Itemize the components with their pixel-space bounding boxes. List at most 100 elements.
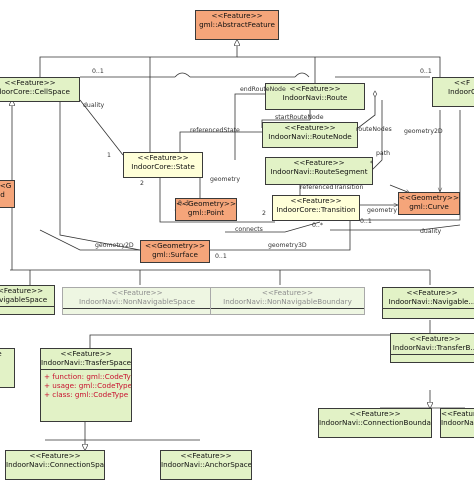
stereotype: <<Feature>> [4, 78, 56, 87]
class-routesegment[interactable]: <<Feature>> IndoorNavi::RouteSegment [265, 157, 373, 185]
class-left-geometry[interactable]: <<G d [0, 180, 15, 208]
edge-nav-tree [29, 270, 431, 285]
label-multiplicity: 0..1 [92, 68, 104, 75]
class-name: gml::Surface [152, 250, 198, 259]
stereotype: <<G [0, 181, 12, 190]
class-connection-space[interactable]: <<Feature>> IndoorNavi::ConnectionSpace [5, 450, 105, 480]
stereotype: <<Feature>> [60, 349, 112, 358]
stereotype: <<Feature>> [441, 409, 474, 418]
class-anchor-space[interactable]: <<Feature>> IndoorNavi::AnchorSpace [160, 450, 252, 480]
stereotype: <<Geometry>> [176, 199, 236, 208]
stereotype: <<Feature>> [409, 334, 461, 343]
label-geometry: geometry [210, 176, 240, 183]
label-multiplicity: 0..1 [215, 253, 227, 260]
edge-state-transition [159, 178, 275, 223]
label-multiplicity: 1 [107, 152, 111, 159]
compartment [391, 354, 474, 360]
stereotype: <<Feature>> [0, 286, 44, 295]
label-multiplicity: 0..1 [178, 200, 190, 207]
class-name: IndoorNavi::Route [282, 93, 348, 102]
stereotype: <<Feature>> [111, 288, 163, 297]
class-cellspace[interactable]: <<Feature>> IndoorCore::CellSpace [0, 77, 80, 102]
stereotype: <<Feature>> [293, 158, 345, 167]
stereotype: <<Feature>> [349, 409, 401, 418]
class-name: IndoorCore::State [131, 162, 195, 171]
class-name: gml::Curve [409, 202, 449, 211]
class-navigable-right[interactable]: <<Feature>> IndoorNavi::Navigable... [382, 287, 474, 319]
class-navigable-space[interactable]: <<Feature>> ...avigableSpace [0, 285, 55, 315]
label-multiplicity: 0..1 [360, 218, 372, 225]
class-name: IndoorC [447, 87, 474, 96]
edge-connboundary-tree [380, 390, 465, 408]
stereotype: <<Feature>> [406, 288, 458, 297]
class-connection-boundary[interactable]: <<Feature>> IndoorNavi::ConnectionBounda… [318, 408, 432, 438]
class-name: IndoorNavi::ConnectionBoundary [319, 418, 432, 427]
stereotype: <<Feature>> [211, 11, 263, 20]
edge-conn-tree [45, 422, 200, 450]
class-surface[interactable]: <<Geometry>> gml::Surface [140, 240, 210, 263]
compartment [383, 308, 474, 314]
class-nonnavigable-boundary[interactable]: <<Feature>> IndoorNavi::NonNavigableBoun… [210, 287, 365, 315]
class-name: ...avigableSpace [0, 295, 48, 304]
edge-transfer-to-nav [89, 334, 440, 348]
class-name: IndoorNavi::TrasferSpace [41, 358, 132, 367]
class-state[interactable]: <<Feature>> IndoorCore::State [123, 152, 203, 178]
label-path: path [376, 150, 391, 157]
hop-1 [174, 72, 191, 78]
label-geometry2d: geometry2D [404, 128, 443, 135]
edge-path [371, 100, 383, 171]
label-duality: duality [83, 102, 105, 109]
edge-routenodes [357, 90, 378, 129]
label-referenced-transition: referencedTransition [300, 184, 364, 191]
class-transfer-space[interactable]: <<Feature>> IndoorNavi::TrasferSpace + f… [40, 348, 132, 422]
class-curve[interactable]: <<Geometry>> gml::Curve [398, 192, 460, 215]
label-start-route-node: startRouteNode [275, 114, 324, 121]
class-point[interactable]: <<Geometry>> gml::Point [175, 198, 237, 221]
edge-endroutenode [234, 93, 265, 160]
label-end-route-node: endRouteNode [240, 86, 286, 93]
class-name: IndoorCore::Transition [276, 205, 356, 214]
class-name: IndoorNavi::ConnectionSpace [6, 460, 105, 469]
class-left-bottom[interactable]: ce [0, 348, 15, 388]
edge-right-abstract [237, 56, 441, 77]
attribute-class: + class: gml::CodeType [44, 390, 129, 399]
class-name: IndoorNavi::RouteNode [268, 132, 352, 141]
stereotype: <<F [453, 78, 471, 87]
class-anchor-right[interactable]: <<Feature>> IndoorNavi::A [440, 408, 474, 438]
class-transition[interactable]: <<Feature>> IndoorCore::Transition [272, 195, 360, 221]
compartment [0, 306, 54, 312]
class-name: IndoorNavi::NonNavigableBoundary [223, 297, 352, 306]
class-name: IndoorNavi::NonNavigableSpace [78, 297, 196, 306]
class-abstract-feature[interactable]: <<Feature>> gml::AbstractFeature [195, 10, 279, 40]
class-right-top[interactable]: <<F IndoorC [432, 77, 474, 107]
class-name: IndoorNavi::RouteSegment [270, 167, 368, 176]
stereotype: <<Feature>> [261, 288, 314, 297]
label-geometry3d: geometry3D [268, 242, 307, 249]
stereotype: <<Geometry>> [399, 193, 459, 202]
class-name: IndoorNavi::TransferB... [392, 343, 474, 352]
class-route[interactable]: <<Feature>> IndoorNavi::Route [265, 83, 365, 110]
attribute-usage: + usage: gml::CodeType [44, 381, 132, 390]
class-nonnavigable-space[interactable]: <<Feature>> IndoorNavi::NonNavigableSpac… [62, 287, 212, 315]
compartment [63, 308, 211, 314]
attribute-function: + function: gml::CodeType [44, 372, 132, 381]
class-name: IndoorNavi::AnchorSpace [161, 460, 252, 469]
label-multiplicity: * [370, 160, 374, 167]
class-name: IndoorNavi::Navigable... [388, 297, 474, 306]
label-multiplicity: 0..1 [420, 68, 432, 75]
class-name: IndoorCore::CellSpace [0, 87, 70, 96]
stereotype: <<Feature>> [137, 153, 189, 162]
compartment [211, 308, 364, 314]
class-routenode[interactable]: <<Feature>> IndoorNavi::RouteNode [262, 122, 358, 148]
edge-duality-bottom [330, 224, 461, 231]
class-transfer-boundary[interactable]: <<Feature>> IndoorNavi::TransferB... [390, 333, 474, 363]
label-multiplicity: 0..* [312, 222, 323, 229]
label-geometry2d: geometry2D [95, 242, 134, 249]
class-name: gml::Point [187, 208, 225, 217]
edge-routeseg-curve [389, 184, 410, 193]
stereotype: <<Feature>> [284, 123, 336, 132]
label-geometry: geometry [367, 207, 397, 214]
stereotype: <<Feature>> [180, 451, 232, 460]
class-name: gml::AbstractFeature [199, 20, 275, 29]
